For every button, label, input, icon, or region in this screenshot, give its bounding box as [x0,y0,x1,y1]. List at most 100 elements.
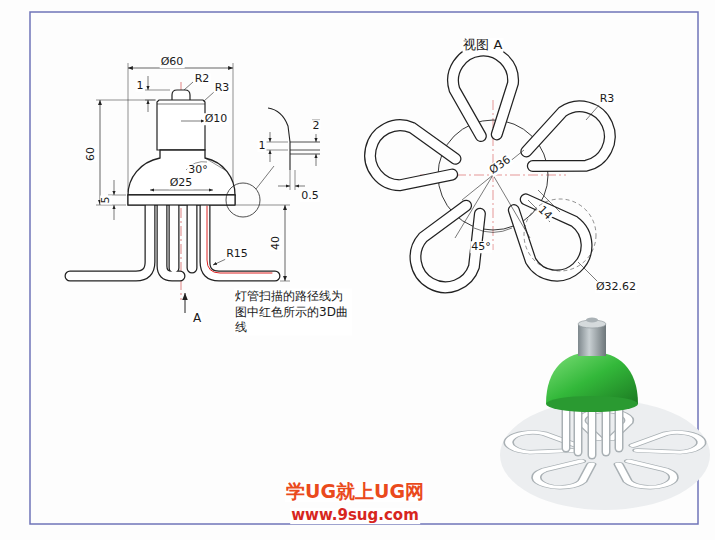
view-a-part-part [365,48,620,299]
front-view-part [157,100,205,150]
front-view-part [100,100,101,205]
view-a-part-part [524,199,596,271]
view-a-part-part-part [497,185,598,288]
view-a-part-part-part [405,195,499,299]
view-a-part-part [578,262,598,282]
lamp-tubes-part-part [170,206,179,268]
view-a-part-part [455,175,493,238]
view-a-part-part-part [517,97,619,186]
front-view-part [148,100,149,112]
lamp-tubes-part-part [70,206,150,276]
rendered-model-part-part-part [575,408,581,452]
dimension-lines-part [185,293,186,313]
dimension-text: Ø60 [160,56,185,68]
rendered-model-part-part-part [527,457,606,491]
lamp-tubes-part [70,206,275,276]
view-a-part [455,104,600,282]
front-view-part [204,92,214,101]
view-a-part-part [365,48,620,299]
lamp-tubes-part-part [188,206,197,268]
rendered-model-part [578,324,606,356]
rendered-model-part-part-part [562,405,571,448]
radius-text: R3 [214,82,231,94]
dimension-lines-part [290,142,320,154]
lamp-tubes [70,195,275,276]
rendered-model-part-part-part [588,409,597,455]
front-view-part [172,90,190,100]
front-view-part [128,195,235,205]
dimension-lines-part [295,186,305,187]
dimension-lines-part [316,134,317,142]
front-view-part [128,150,235,195]
note-text: 灯管扫描的路径线为 图中红色所示的3D曲线 [234,289,352,336]
front-view-part [114,180,115,195]
rendered-model-part-part-part [563,405,569,448]
view-arrow-label: A [192,312,202,325]
view-title: 视图 A [462,38,503,52]
lamp-tubes-part-part [169,206,180,268]
lamp-tubes-part [207,206,272,273]
front-view-part [150,190,213,191]
rendered-model-part [546,396,638,412]
rendered-model-part-part-part [574,408,583,452]
radius-text: R15 [225,248,249,260]
dimension-lines-part [226,183,260,217]
front-view-part [233,63,234,192]
rendered-model-part-part-part [604,457,683,491]
rendered-model-part [586,318,598,323]
dimension-lines-part [236,205,290,206]
rendered-model [500,318,710,511]
rendered-model-part-part-part [616,405,622,448]
lamp-tubes-part [128,195,235,205]
watermark: www.9sug.com [290,508,420,524]
front-view [96,63,235,300]
rendered-model-part-part-part [628,430,707,457]
front-view-part [96,205,126,206]
dimension-lines-part [290,170,291,190]
detail-dimension: 0.5 [300,190,320,202]
watermark: 学UG就上UG网 [285,482,425,502]
dimension-lines [185,108,320,313]
dimension-lines-part [278,186,290,187]
view-a-part-part-part [450,48,519,139]
dimension-text: 1 [136,80,145,92]
lamp-tubes-part-part [70,206,150,276]
rendered-model-part-part-part [602,408,611,452]
dimension-lines-part [268,108,290,170]
dimension-lines-part [213,259,226,265]
angle-text: 30° [187,164,209,176]
dimension-lines-part [285,205,286,281]
rendered-model-part-part-part [604,457,683,491]
lamp-tubes-part-part [162,206,180,276]
radius-text: R2 [194,73,211,85]
dimension-lines-part [266,150,288,151]
front-view-part [157,104,205,105]
dimension-text: 60 [85,146,97,162]
rendered-model-part-part-part [615,405,624,448]
rendered-model-part-part [566,405,619,455]
angle-text: 45° [470,241,492,253]
rendered-model-part-part-part [527,457,606,491]
dimension-text: Ø25 [169,177,194,189]
view-a-part-part-part [517,97,619,186]
dimension-lines-part [270,150,271,162]
view-a-part-part-part [405,195,499,299]
dimension-lines-part [270,132,271,142]
dimension-text: 5 [100,196,112,205]
rendered-model-part-part [566,405,619,455]
dimension-lines-part [256,166,274,189]
front-view-part [184,82,193,90]
view-a-part-part [586,104,600,120]
view-a-part-part-part [450,48,519,139]
view-a-part-part [474,228,512,232]
lamp-tubes-part [70,206,275,276]
rendered-model-part [566,405,619,455]
detail-dimension: 2 [312,120,321,132]
lamp-tubes-part-part [162,206,180,276]
detail-dimension: 1 [258,140,267,152]
view-a-part-part-part [365,120,461,196]
dimension-lines-part [266,142,288,143]
front-view-part [114,205,115,220]
